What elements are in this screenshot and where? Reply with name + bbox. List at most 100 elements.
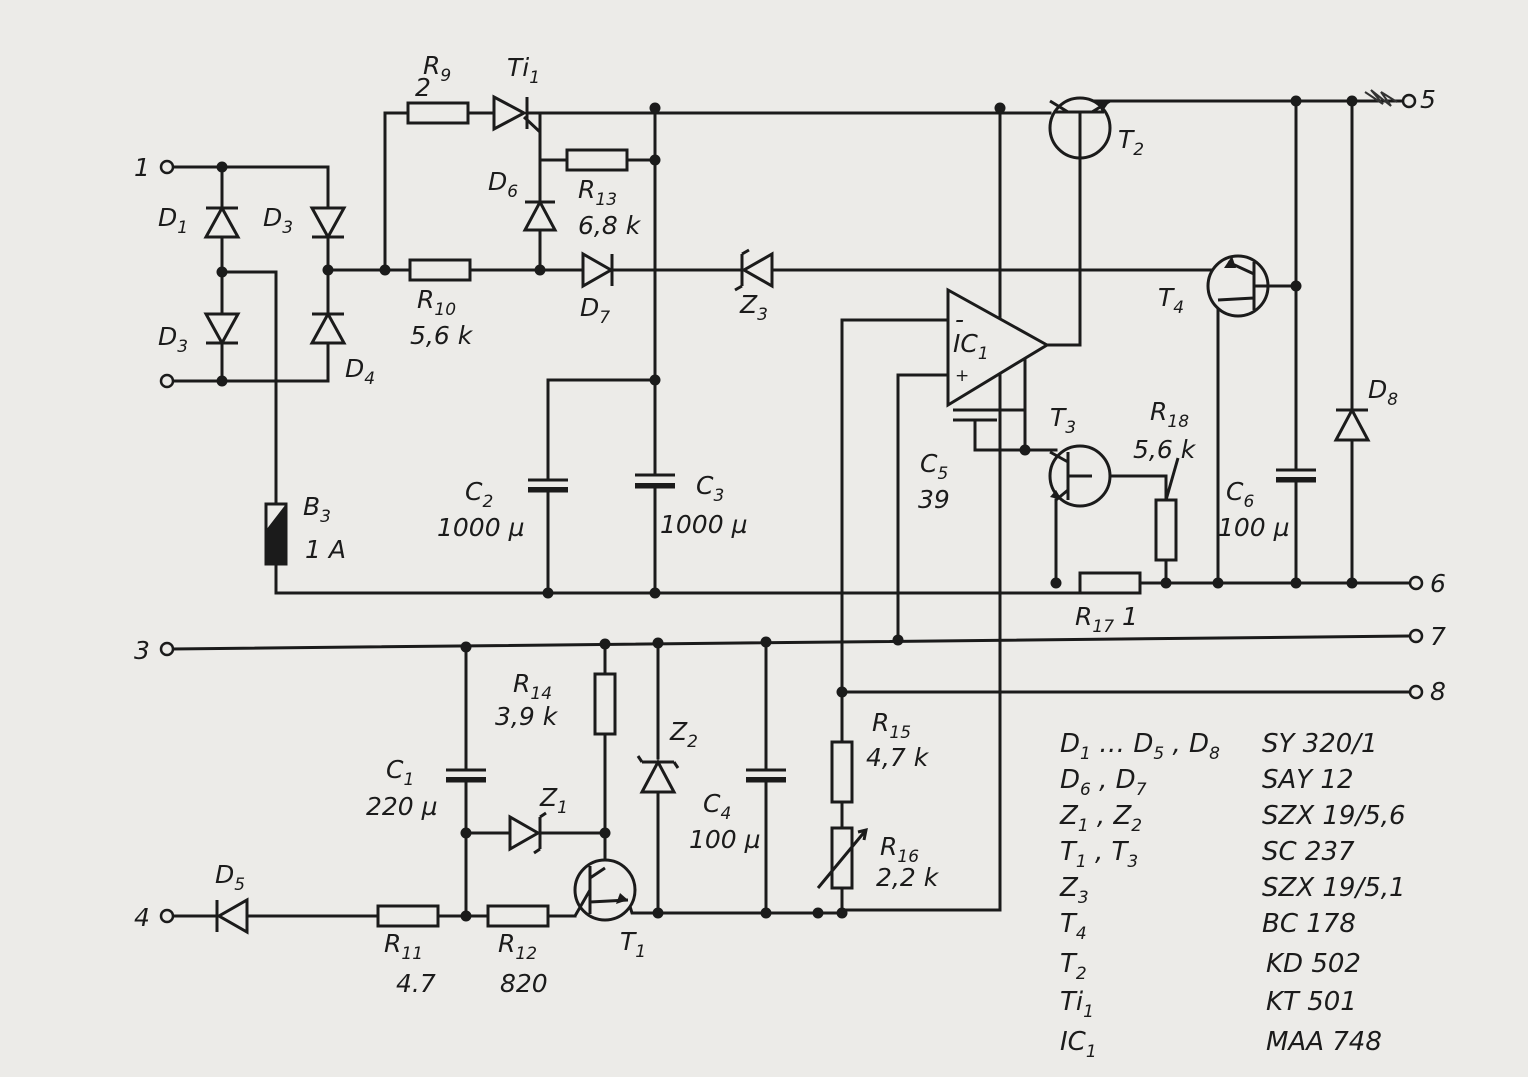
t3-label: T3 (1050, 403, 1076, 438)
r15-label: R15 (872, 708, 911, 743)
resistor-r11 (376, 904, 440, 928)
r11-value: 4.7 (396, 969, 436, 998)
parts-list-part: KD 502 (1266, 949, 1361, 979)
terminal-8 (1408, 684, 1424, 700)
z1-label: Z1 (539, 783, 568, 818)
parts-list-part: MAA 748 (1266, 1027, 1382, 1057)
diode-d4 (309, 310, 347, 345)
d1-label: D1 (158, 203, 188, 238)
junction-dot (216, 375, 228, 387)
junction-dot (760, 636, 772, 648)
junction-dot (652, 637, 664, 649)
junction-dot (1290, 577, 1302, 589)
resistor-r10 (408, 258, 472, 282)
zener-z1 (508, 811, 547, 855)
diode-d6 (522, 198, 558, 232)
terminal-7 (1408, 628, 1424, 644)
d7-label: D7 (580, 293, 610, 328)
resistor-r17 (1078, 571, 1142, 595)
t4-label: T4 (1158, 283, 1184, 318)
zener-z2 (636, 755, 680, 794)
diode-d1 (203, 204, 241, 239)
z3-label: Z3 (739, 290, 768, 325)
junction-dot (1212, 577, 1224, 589)
capacitors (446, 408, 1316, 783)
diode-d7 (581, 251, 615, 289)
r14-value: 3,9 k (495, 702, 559, 731)
junction-dot (542, 587, 554, 599)
ic1-minus: - (955, 305, 964, 334)
terminal-5 (1401, 93, 1417, 109)
c3-label: C3 (696, 471, 724, 506)
parts-list-designators: D1 … D5 , D8 (1060, 729, 1220, 764)
capacitor-c1-plate (446, 777, 486, 782)
c4-value: 100 µ (689, 825, 761, 854)
capacitor-c2-plate (528, 487, 568, 492)
junction-dot (812, 907, 824, 919)
diodes (203, 94, 1371, 935)
parts-list-designators: IC1 (1060, 1027, 1097, 1062)
ti1-label: Ti1 (507, 53, 540, 88)
junction-dot (760, 907, 772, 919)
c2-label: C2 (465, 477, 493, 512)
terminal-3 (159, 641, 175, 657)
resistor-r15 (830, 740, 854, 804)
diode-d5 (215, 897, 249, 935)
terminal-6-label: 6 (1430, 569, 1446, 598)
ic1-label: IC1 (953, 329, 989, 364)
junction-dot (534, 264, 546, 276)
r14-label: R14 (513, 669, 552, 704)
resistor-r14 (593, 672, 617, 736)
terminal-8-label: 8 (1430, 677, 1446, 706)
terminal-3-label: 3 (134, 636, 150, 665)
terminal-4-label: 4 (134, 903, 150, 932)
r11-label: R11 (384, 929, 423, 964)
r18-value: 5,6 k (1133, 435, 1197, 464)
capacitor-c4-plate (746, 777, 786, 782)
junction-dot (379, 264, 391, 276)
junction-dot (460, 641, 472, 653)
junction-dot (1290, 280, 1302, 292)
resistor-r13 (565, 148, 629, 172)
r17-value: 1 (1122, 602, 1138, 631)
parts-list-designators: T2 (1060, 949, 1087, 984)
r9-label: R9 (423, 51, 451, 86)
transistors (573, 96, 1270, 922)
parts-list-part: KT 501 (1266, 987, 1357, 1017)
diode-d3-top (309, 206, 347, 241)
c5-value: 39 (918, 485, 950, 514)
junction-dot (649, 374, 661, 386)
b3-label: B3 (303, 492, 331, 527)
parts-list-designators: T1 , T3 (1060, 837, 1138, 872)
terminal-5-label: 5 (1420, 85, 1436, 114)
parts-list-part: BC 178 (1262, 909, 1356, 939)
parts-list-designators: D6 , D7 (1060, 765, 1147, 800)
junction-dot (836, 686, 848, 698)
junction-dot (836, 907, 848, 919)
junction-dot (460, 827, 472, 839)
junction-dot (216, 266, 228, 278)
capacitor-c3-plate (635, 483, 675, 488)
d8-label: D8 (1368, 375, 1398, 410)
terminal-6 (1408, 575, 1424, 591)
terminal-4 (159, 908, 175, 924)
c6-value: 100 µ (1218, 513, 1290, 542)
r9-value: 2 (415, 73, 431, 102)
transistor-t3 (1048, 444, 1112, 508)
junction-dot (649, 102, 661, 114)
parts-list-part: SZX 19/5,6 (1262, 801, 1406, 831)
b3-value: 1 A (305, 535, 346, 564)
junction-dot (892, 634, 904, 646)
diode-d3-bottom (203, 312, 241, 347)
junction-dot (1160, 577, 1172, 589)
r15-value: 4,7 k (866, 743, 930, 772)
d3-top-label: D3 (263, 203, 293, 238)
junction-dot (1050, 577, 1062, 589)
d5-label: D5 (215, 860, 245, 895)
capacitor-c5 (953, 408, 997, 422)
r10-value: 5,6 k (410, 321, 474, 350)
r18-leader (1164, 457, 1180, 501)
parts-list-part: SZX 19/5,1 (1262, 873, 1406, 903)
ic1-plus: + (955, 366, 969, 386)
resistors (264, 101, 1178, 928)
